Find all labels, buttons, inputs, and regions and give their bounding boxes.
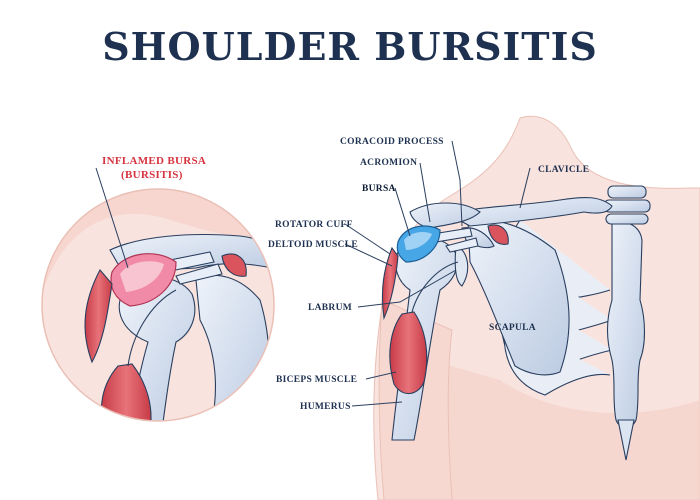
label-clavicle: CLAVICLE	[538, 165, 589, 175]
zoom-deltoid-muscle	[84, 269, 113, 364]
sternum-bone	[606, 221, 646, 429]
leader-lines	[95, 140, 531, 407]
bursa-highlight	[404, 232, 432, 250]
label-humerus: HUMERUS	[300, 402, 351, 412]
label-bursitis: (BURSITIS)	[121, 169, 183, 181]
zoom-biceps-tendon	[127, 289, 177, 367]
label-scapula: SCAPULA	[489, 323, 536, 333]
coracoid-muscle	[487, 224, 509, 245]
label-bursa: BURSA	[362, 184, 396, 194]
zoom-circle-inflamed-view	[41, 188, 275, 422]
label-labrum: LABRUM	[308, 303, 352, 313]
label-deltoid-muscle: DELTOID MUSCLE	[268, 240, 358, 250]
xiphoid-process	[617, 419, 635, 461]
inflamed-bursa-highlight	[120, 261, 164, 292]
scapula-bone	[467, 219, 570, 376]
label-coracoid-process: CORACOID PROCESS	[340, 137, 444, 147]
label-acromion: ACROMION	[360, 158, 417, 168]
shoulder-body-view	[373, 115, 700, 500]
biceps-muscle	[389, 311, 428, 395]
labels: INFLAMED BURSA (BURSITIS) CORACOID PROCE…	[102, 137, 589, 412]
clavicle-bone	[446, 196, 613, 227]
diagram-title: SHOULDER BURSITIS	[102, 24, 598, 69]
label-inflamed-bursa: INFLAMED BURSA	[102, 155, 206, 167]
biceps-tendon	[411, 261, 459, 313]
label-biceps-muscle: BICEPS MUSCLE	[276, 375, 357, 385]
zoom-coracoid-muscle	[221, 253, 247, 277]
zoom-circle-border	[41, 188, 275, 422]
label-rotator-cuff: ROTATOR CUFF	[275, 220, 353, 230]
torso-shading	[430, 360, 700, 500]
deltoid-muscle	[381, 246, 399, 320]
